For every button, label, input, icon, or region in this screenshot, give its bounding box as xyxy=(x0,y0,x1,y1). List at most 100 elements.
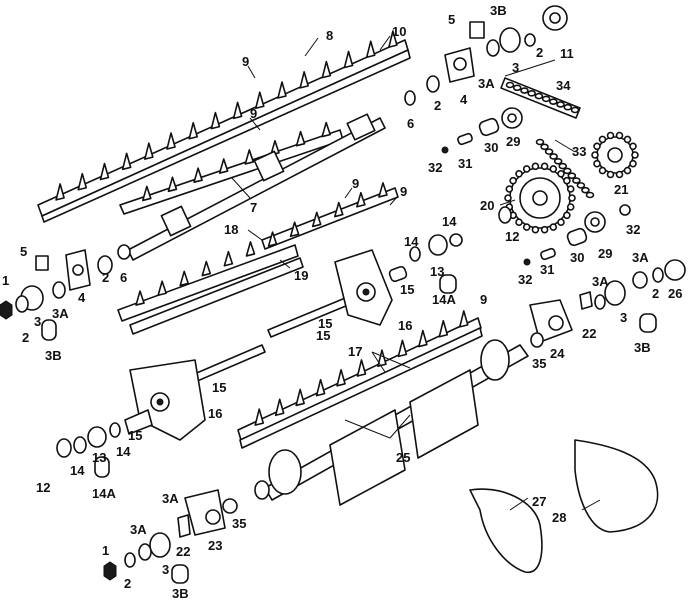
finger-tine xyxy=(343,50,354,69)
label-27: 27 xyxy=(532,494,546,509)
finger-tine xyxy=(315,378,326,397)
label-23: 23 xyxy=(208,538,222,553)
label-3: 3 xyxy=(162,562,169,577)
finger-tine xyxy=(245,241,256,257)
finger-tine xyxy=(397,339,408,358)
label-8: 8 xyxy=(326,28,333,43)
label-28: 28 xyxy=(552,510,566,525)
chain-link xyxy=(570,106,580,114)
label-4: 4 xyxy=(460,92,468,107)
sprocket-tooth xyxy=(549,223,558,231)
finger-tine xyxy=(267,231,278,247)
label-2: 2 xyxy=(434,98,441,113)
label-3B: 3B xyxy=(172,586,189,601)
sprocket-tooth xyxy=(531,162,540,171)
label-11: 11 xyxy=(560,46,574,61)
finger-tine xyxy=(295,130,306,147)
label-3B: 3B xyxy=(634,340,651,355)
shield-27 xyxy=(469,488,543,573)
label-9: 9 xyxy=(400,184,407,199)
lower-finger-bar xyxy=(237,310,483,449)
finger-tine xyxy=(336,369,346,387)
bearing-parts-left xyxy=(0,244,131,341)
finger-tine xyxy=(295,388,305,407)
finger-tine xyxy=(277,81,287,99)
label-14: 14 xyxy=(70,463,85,478)
finger-tine xyxy=(438,319,449,338)
label-13: 13 xyxy=(92,450,106,465)
label-2: 2 xyxy=(652,286,659,301)
sprocket-tooth xyxy=(515,170,523,178)
sprocket-tooth xyxy=(568,194,576,202)
chain-34 xyxy=(500,77,581,119)
sprocket-tooth xyxy=(566,185,575,193)
sprocket-tooth xyxy=(606,170,615,179)
sprocket-tooth xyxy=(606,131,615,140)
label-14: 14 xyxy=(404,234,419,249)
sprocket-tooth xyxy=(540,162,549,171)
label-19: 19 xyxy=(294,268,308,283)
finger-tine xyxy=(311,211,322,228)
bearing-parts-bottom-left xyxy=(56,409,153,478)
label-5: 5 xyxy=(20,244,27,259)
sprocket-tooth xyxy=(531,225,540,234)
chain-link xyxy=(527,90,536,97)
sprocket-tooth xyxy=(540,225,549,234)
label-22: 22 xyxy=(582,326,596,341)
finger-tine xyxy=(157,280,167,297)
chain-link xyxy=(549,98,558,105)
bearing-parts-right xyxy=(529,259,686,348)
shield-28 xyxy=(574,439,659,533)
sprocket-tooth xyxy=(504,194,512,202)
finger-tine xyxy=(378,182,388,198)
label-33: 33 xyxy=(572,144,586,159)
label-26: 26 xyxy=(668,286,682,301)
chain-link xyxy=(544,148,554,155)
label-9: 9 xyxy=(480,292,487,307)
chain-link xyxy=(556,101,565,108)
label-31: 31 xyxy=(540,262,554,277)
label-1: 1 xyxy=(2,273,9,288)
finger-tine xyxy=(210,111,221,130)
finger-tine xyxy=(244,149,255,165)
chain-link xyxy=(558,162,568,170)
finger-tine xyxy=(458,310,469,328)
finger-tine xyxy=(201,260,212,277)
sprocket-tooth xyxy=(509,176,517,185)
chain-link xyxy=(549,153,558,160)
sprocket-tooth xyxy=(549,165,558,173)
finger-tine xyxy=(99,162,110,181)
label-2: 2 xyxy=(102,270,109,285)
sprocket-tooth xyxy=(563,211,571,220)
sprocket-21 xyxy=(591,131,639,179)
label-16: 16 xyxy=(398,318,412,333)
label-17: 17 xyxy=(348,344,362,359)
finger-tine xyxy=(121,152,132,171)
sprocket-tooth xyxy=(566,203,575,211)
finger-tine xyxy=(193,167,203,183)
label-20: 20 xyxy=(480,198,494,213)
leader-lines xyxy=(231,35,601,511)
sprocket-tooth xyxy=(563,176,571,185)
chain-link xyxy=(540,143,549,151)
sprocket-tooth xyxy=(629,142,637,151)
label-3: 3 xyxy=(512,60,519,75)
label-9: 9 xyxy=(250,106,257,121)
finger-tine xyxy=(144,142,154,160)
finger-tine xyxy=(232,101,243,120)
label-15: 15 xyxy=(212,380,226,395)
finger-tine xyxy=(321,60,332,79)
pins-and-bushings xyxy=(388,117,631,294)
sprocket-tooth xyxy=(631,151,639,159)
label-29: 29 xyxy=(598,246,612,261)
finger-tine xyxy=(388,30,398,48)
label-32: 32 xyxy=(626,222,640,237)
label-12: 12 xyxy=(36,480,50,495)
chain-link xyxy=(562,167,572,175)
chain-link xyxy=(505,81,515,89)
label-3A: 3A xyxy=(130,522,147,537)
label-1: 1 xyxy=(102,543,109,558)
label-24: 24 xyxy=(550,346,565,361)
chain-link xyxy=(585,191,595,199)
sprocket-tooth xyxy=(615,170,624,179)
